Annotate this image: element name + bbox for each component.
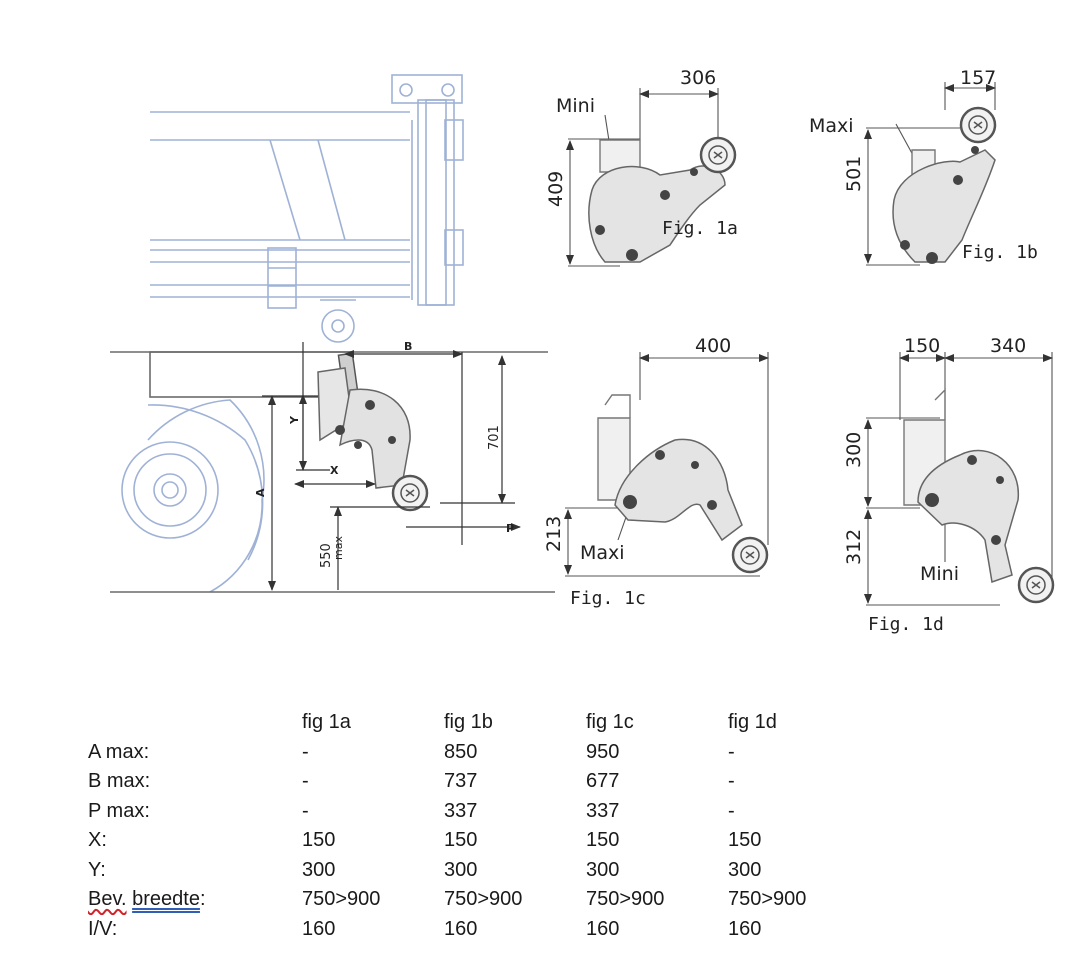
table-row: A max: - 850 950 - [88,738,848,768]
table-cell: 750>900 [586,888,665,911]
table-row: Y: 300 300 300 300 [88,856,848,886]
table-cell: 750>900 [302,888,381,911]
row-label: A max: [88,740,150,763]
table-row: I/V: 160 160 160 160 [88,915,848,945]
dim-550: 550 [319,543,334,568]
figure-1c: Maxi 400 213 Fig. 1c [543,335,769,609]
row-label: P max: [88,799,150,822]
fig1a-label: Fig. 1a [662,218,738,239]
table-row: P max: - 337 337 - [88,797,848,827]
row-label: B max: [88,770,151,793]
table-cell: 160 [302,917,336,940]
figure-1d: Mini 150 340 300 312 Fig. 1d [843,335,1055,635]
fig1a-width: 306 [680,67,716,89]
table-cell: - [302,740,309,763]
table-header-row: fig 1a fig 1b fig 1c fig 1d [88,708,848,738]
table-cell: 750>900 [728,888,807,911]
table-cell: 950 [586,740,620,763]
fig1b-label: Fig. 1b [962,242,1038,263]
fig1c-maxi-label: Maxi [580,542,625,564]
truck-side-view: B A Y X P 701 550 max [110,74,555,593]
fig1b-width: 157 [960,67,996,89]
dim-label-b: B [404,340,412,353]
fig1a-mini-label: Mini [556,95,595,117]
fig1b-maxi-label: Maxi [809,115,854,137]
table-cell: 150 [586,829,620,852]
spellcheck-word[interactable]: Bev. [88,888,127,911]
underride-bar-main [317,352,429,512]
grammar-word[interactable]: breedte [132,888,200,911]
row-label: I/V: [88,917,118,940]
spec-table: fig 1a fig 1b fig 1c fig 1d A max: - 850… [88,708,848,944]
table-cell: 850 [444,740,478,763]
dim-label-a: A [254,488,267,497]
table-header-cell: fig 1c [586,711,634,734]
table-cell: 150 [728,829,762,852]
table-cell: 737 [444,770,478,793]
fig1c-label: Fig. 1c [570,588,646,609]
table-cell: 677 [586,770,620,793]
table-cell: 300 [444,858,478,881]
table-cell: - [302,799,309,822]
table-cell: 160 [728,917,762,940]
fig1d-height-1: 300 [843,432,865,468]
dim-label-p: P [506,522,514,535]
table-cell: 337 [444,799,478,822]
table-cell: - [728,740,735,763]
technical-drawing: B A Y X P 701 550 max Mini 306 409 Fig. … [110,67,1055,635]
figure-1a: Mini 306 409 Fig. 1a [545,67,738,267]
table-cell: - [302,770,309,793]
fig1c-height: 213 [543,516,565,552]
table-cell: 300 [302,858,336,881]
dim-550-max: max [332,536,345,560]
table-header-cell: fig 1a [302,711,351,734]
table-cell: 160 [586,917,620,940]
table-header-cell: fig 1d [728,711,777,734]
fig1d-width-1: 150 [904,335,940,357]
table-cell: 300 [586,858,620,881]
fig1b-height: 501 [843,156,865,192]
fig1a-height: 409 [545,171,567,207]
table-cell: 300 [728,858,762,881]
dim-701: 701 [487,425,502,450]
row-label: Bev. breedte: [88,885,302,915]
table-cell: 150 [302,829,336,852]
fig1d-width-2: 340 [990,335,1026,357]
fig1d-mini-label: Mini [920,563,959,585]
dim-label-x: X [330,464,339,477]
row-label-colon: : [199,888,206,911]
table-cell: 150 [444,829,478,852]
table-row: X: 150 150 150 150 [88,826,848,856]
table-cell: - [728,799,735,822]
fig1d-label: Fig. 1d [868,614,944,635]
table-row: B max: - 737 677 - [88,767,848,797]
dim-label-y: Y [288,415,301,425]
fig1c-width: 400 [695,335,731,357]
table-header-cell: fig 1b [444,711,493,734]
row-label: X: [88,829,107,852]
row-label: Y: [88,858,106,881]
table-cell: - [728,770,735,793]
table-cell: 160 [444,917,478,940]
figure-1b: Maxi 157 501 Fig. 1b [809,67,1038,266]
table-row: Bev. breedte: 750>900 750>900 750>900 75… [88,885,848,915]
table-header-cell [88,708,302,738]
table-cell: 750>900 [444,888,523,911]
fig1d-height-2: 312 [843,529,865,565]
table-cell: 337 [586,799,620,822]
